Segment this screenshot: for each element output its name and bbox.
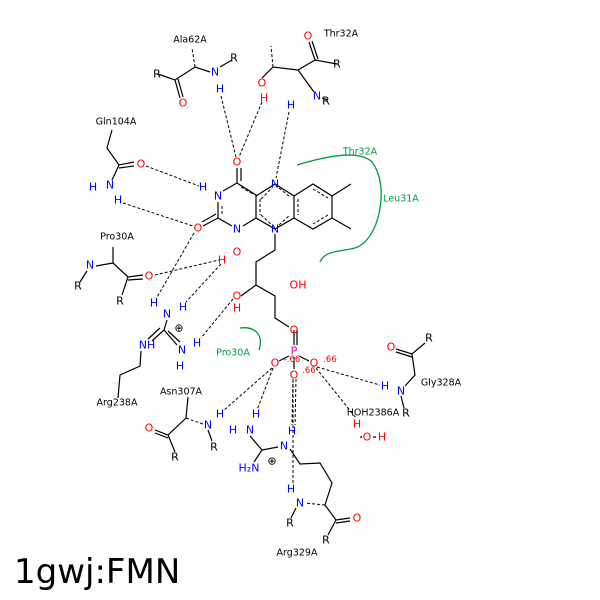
- atom: R: [153, 68, 161, 81]
- diagram-title: 1gwj:FMN: [14, 552, 181, 592]
- atom-o4: O: [233, 156, 242, 169]
- atom: H: [179, 301, 187, 314]
- atom: N: [397, 385, 405, 398]
- residue-label-pro30: Pro30A: [100, 232, 134, 243]
- charge-op2: .66: [323, 355, 337, 365]
- atom: R: [116, 295, 124, 308]
- atom-labels: O N H O N N N O H O H OH O P O O O -.66 …: [74, 30, 433, 547]
- atom: O: [363, 431, 372, 444]
- atom: N: [86, 259, 94, 272]
- atom-o2prime: O: [233, 246, 242, 259]
- flavin-ring: [201, 168, 352, 369]
- residue-label-asn307: Asn307A: [160, 387, 203, 398]
- atom: H: [287, 99, 295, 112]
- hydrophobic-label-leu31: Leu31A: [383, 194, 419, 205]
- residue-label-arg238: Arg238A: [97, 398, 138, 409]
- atom: N: [178, 344, 186, 357]
- atom: R: [402, 407, 410, 420]
- atom: N: [106, 179, 114, 192]
- atom: O: [387, 341, 396, 354]
- charge-op1: -.66: [284, 355, 301, 365]
- atom-o4prime: OH: [290, 279, 307, 292]
- atom: N: [313, 90, 321, 103]
- atom-n3: N: [214, 190, 222, 203]
- atom-o3prime: O: [233, 290, 242, 303]
- residue-labels: Ala62A Thr32A Gln104A Pro30A Arg238A Asn…: [96, 29, 462, 559]
- atom: R: [210, 441, 218, 454]
- hydrophobic-label-thr32: Thr32A: [342, 147, 378, 158]
- atom-op3: O: [290, 369, 299, 382]
- atom: H: [114, 194, 122, 207]
- residue-label-ala62: Ala62A: [173, 35, 207, 46]
- residue-bonds: [79, 40, 426, 536]
- atom-n1: N: [233, 223, 241, 236]
- atom: H: [252, 408, 260, 421]
- atom: H: [381, 380, 389, 393]
- atom-h3: H: [199, 181, 207, 194]
- atom: O: [304, 30, 313, 43]
- residue-label-gln104: Gln104A: [96, 117, 137, 128]
- atom: O: [145, 422, 154, 435]
- atom: N: [246, 424, 254, 437]
- atom: O: [179, 97, 188, 110]
- atom: H: [288, 425, 296, 438]
- atom: H: [150, 297, 158, 310]
- residue-label-gly328: Gly328A: [421, 378, 462, 389]
- hydrophobic-arc-pro30: [239, 327, 261, 351]
- atom: R: [171, 451, 179, 464]
- atom-p: P: [291, 345, 298, 358]
- hydrophobic-arc-thr-leu: [296, 154, 382, 263]
- atom: H: [229, 424, 237, 437]
- atom: O: [137, 158, 146, 171]
- atom: H: [353, 418, 361, 431]
- atom: R: [322, 534, 330, 547]
- atom: H: [216, 83, 224, 96]
- atom-op2: O: [310, 357, 319, 370]
- atom: H: [216, 408, 224, 421]
- atom-n5: N: [271, 178, 279, 191]
- atom-h2prime: H: [218, 254, 226, 267]
- hydrogen-bonds: [122, 95, 381, 485]
- atom-o2: O: [194, 222, 203, 235]
- atom: NH: [139, 339, 156, 352]
- residue-label-thr32: Thr32A: [323, 29, 359, 40]
- atom: R: [74, 280, 82, 293]
- atom: R: [286, 517, 294, 530]
- plus-charge-icon: ⊕: [267, 455, 276, 468]
- atom: R: [230, 52, 238, 65]
- atom-o5prime: O: [290, 324, 299, 337]
- atom: N: [211, 66, 219, 79]
- atom-n10: N: [271, 223, 279, 236]
- atom: H: [378, 431, 386, 444]
- charge-op3: .66: [302, 366, 316, 376]
- atom: R: [333, 58, 341, 71]
- atom: N: [163, 308, 171, 321]
- atom: O: [258, 77, 267, 90]
- atom-op1: O: [271, 357, 280, 370]
- atom: H₂N: [239, 462, 260, 475]
- atom: N: [296, 497, 304, 510]
- residue-label-arg329: Arg329A: [277, 548, 318, 559]
- atom: H: [89, 181, 97, 194]
- atom: R: [322, 95, 330, 108]
- atom: R: [425, 332, 433, 345]
- atom: H: [260, 92, 268, 105]
- atom: O: [145, 270, 154, 283]
- atom: N: [280, 440, 288, 453]
- atom: O: [353, 512, 362, 525]
- residue-label-hoh2386: HOH2386A: [347, 408, 400, 419]
- atom: H: [193, 337, 201, 350]
- atom: H: [176, 360, 184, 373]
- hydrophobic-label-pro30: Pro30A: [216, 348, 250, 359]
- plus-charge-icon: ⊕: [174, 322, 183, 335]
- atom: H: [287, 483, 295, 496]
- atom-h3prime: H: [233, 302, 241, 315]
- atom: N: [204, 419, 212, 432]
